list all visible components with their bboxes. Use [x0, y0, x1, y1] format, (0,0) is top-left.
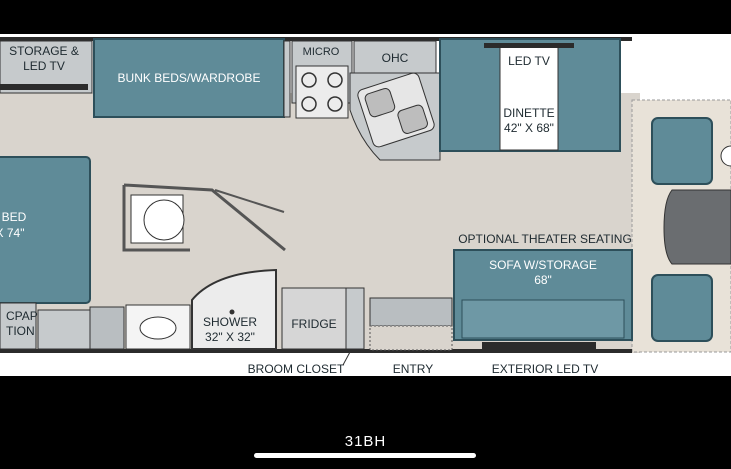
fridge-label: FRIDGE — [291, 317, 336, 331]
burner-2 — [327, 72, 343, 88]
wall-top — [0, 37, 632, 41]
steering-wheel — [720, 145, 731, 167]
shower-drain — [229, 309, 235, 315]
burner-3 — [301, 96, 317, 112]
bath-door-swing — [214, 189, 285, 213]
bath-wall — [122, 185, 190, 252]
fridge — [281, 287, 347, 350]
entry-step — [369, 325, 453, 351]
sofa-label-2: 68" — [534, 273, 552, 287]
cpap-label-2: TION — [6, 324, 35, 338]
broom-closet-leader — [342, 351, 351, 366]
bunk-ladder — [283, 40, 291, 118]
exterior-tv-bar — [482, 342, 596, 350]
bed-label-1: BED — [2, 210, 27, 224]
cab-dash — [663, 189, 731, 265]
dinette-label-1: DINETTE — [503, 106, 554, 120]
cpap-cabinet — [0, 302, 37, 350]
bunk-beds-wardrobe — [93, 38, 285, 118]
broom-closet — [345, 287, 365, 350]
dinette-label-2: 42" X 68" — [504, 121, 554, 135]
cab-seat-bottom — [651, 274, 713, 342]
home-indicator[interactable] — [254, 453, 476, 458]
stove — [295, 65, 349, 119]
led-tv-bar-left — [0, 84, 88, 90]
led-tv-bar-dinette — [484, 43, 574, 48]
exterior-tv-label: EXTERIOR LED TV — [492, 362, 598, 376]
shower — [191, 268, 277, 350]
burner-4 — [327, 96, 343, 112]
broom-closet-label: BROOM CLOSET — [248, 362, 345, 376]
shower-label-2: 32" X 32" — [205, 330, 255, 344]
entry-cabinet — [369, 297, 453, 327]
led-tv-label: LED TV — [508, 54, 550, 68]
bed — [0, 156, 91, 304]
ohc-cabinet — [353, 40, 437, 74]
burner-1 — [301, 72, 317, 88]
ohc-label: OHC — [382, 51, 409, 65]
vanity-cabinet — [37, 309, 91, 350]
storage-tv-label-2: LED TV — [23, 59, 65, 73]
sink-basin-1 — [364, 87, 396, 118]
model-caption: 31BH — [344, 433, 387, 450]
sofa-label-1: SOFA W/STORAGE — [489, 258, 597, 272]
shower-label-1: SHOWER — [203, 315, 257, 329]
bed-label-2: X 74" — [0, 226, 24, 240]
linen-cabinet — [89, 306, 125, 350]
bunk-beds-label: BUNK BEDS/WARDROBE — [118, 71, 261, 85]
entry-label: ENTRY — [393, 362, 433, 376]
cpap-label-1: CPAP — [6, 309, 38, 323]
lavatory-sink — [139, 316, 177, 340]
micro-label: MICRO — [303, 46, 340, 58]
bath-door — [123, 183, 286, 252]
dinette-table — [499, 45, 559, 151]
toilet-bowl — [143, 199, 185, 241]
optional-theater-label: OPTIONAL THEATER SEATING — [458, 232, 632, 246]
cab-seat-top — [651, 117, 713, 185]
sofa-cushion — [461, 299, 625, 339]
storage-tv-label-1: STORAGE & — [9, 44, 79, 58]
wall-bottom — [0, 349, 632, 353]
sink-basin-2 — [397, 104, 428, 134]
